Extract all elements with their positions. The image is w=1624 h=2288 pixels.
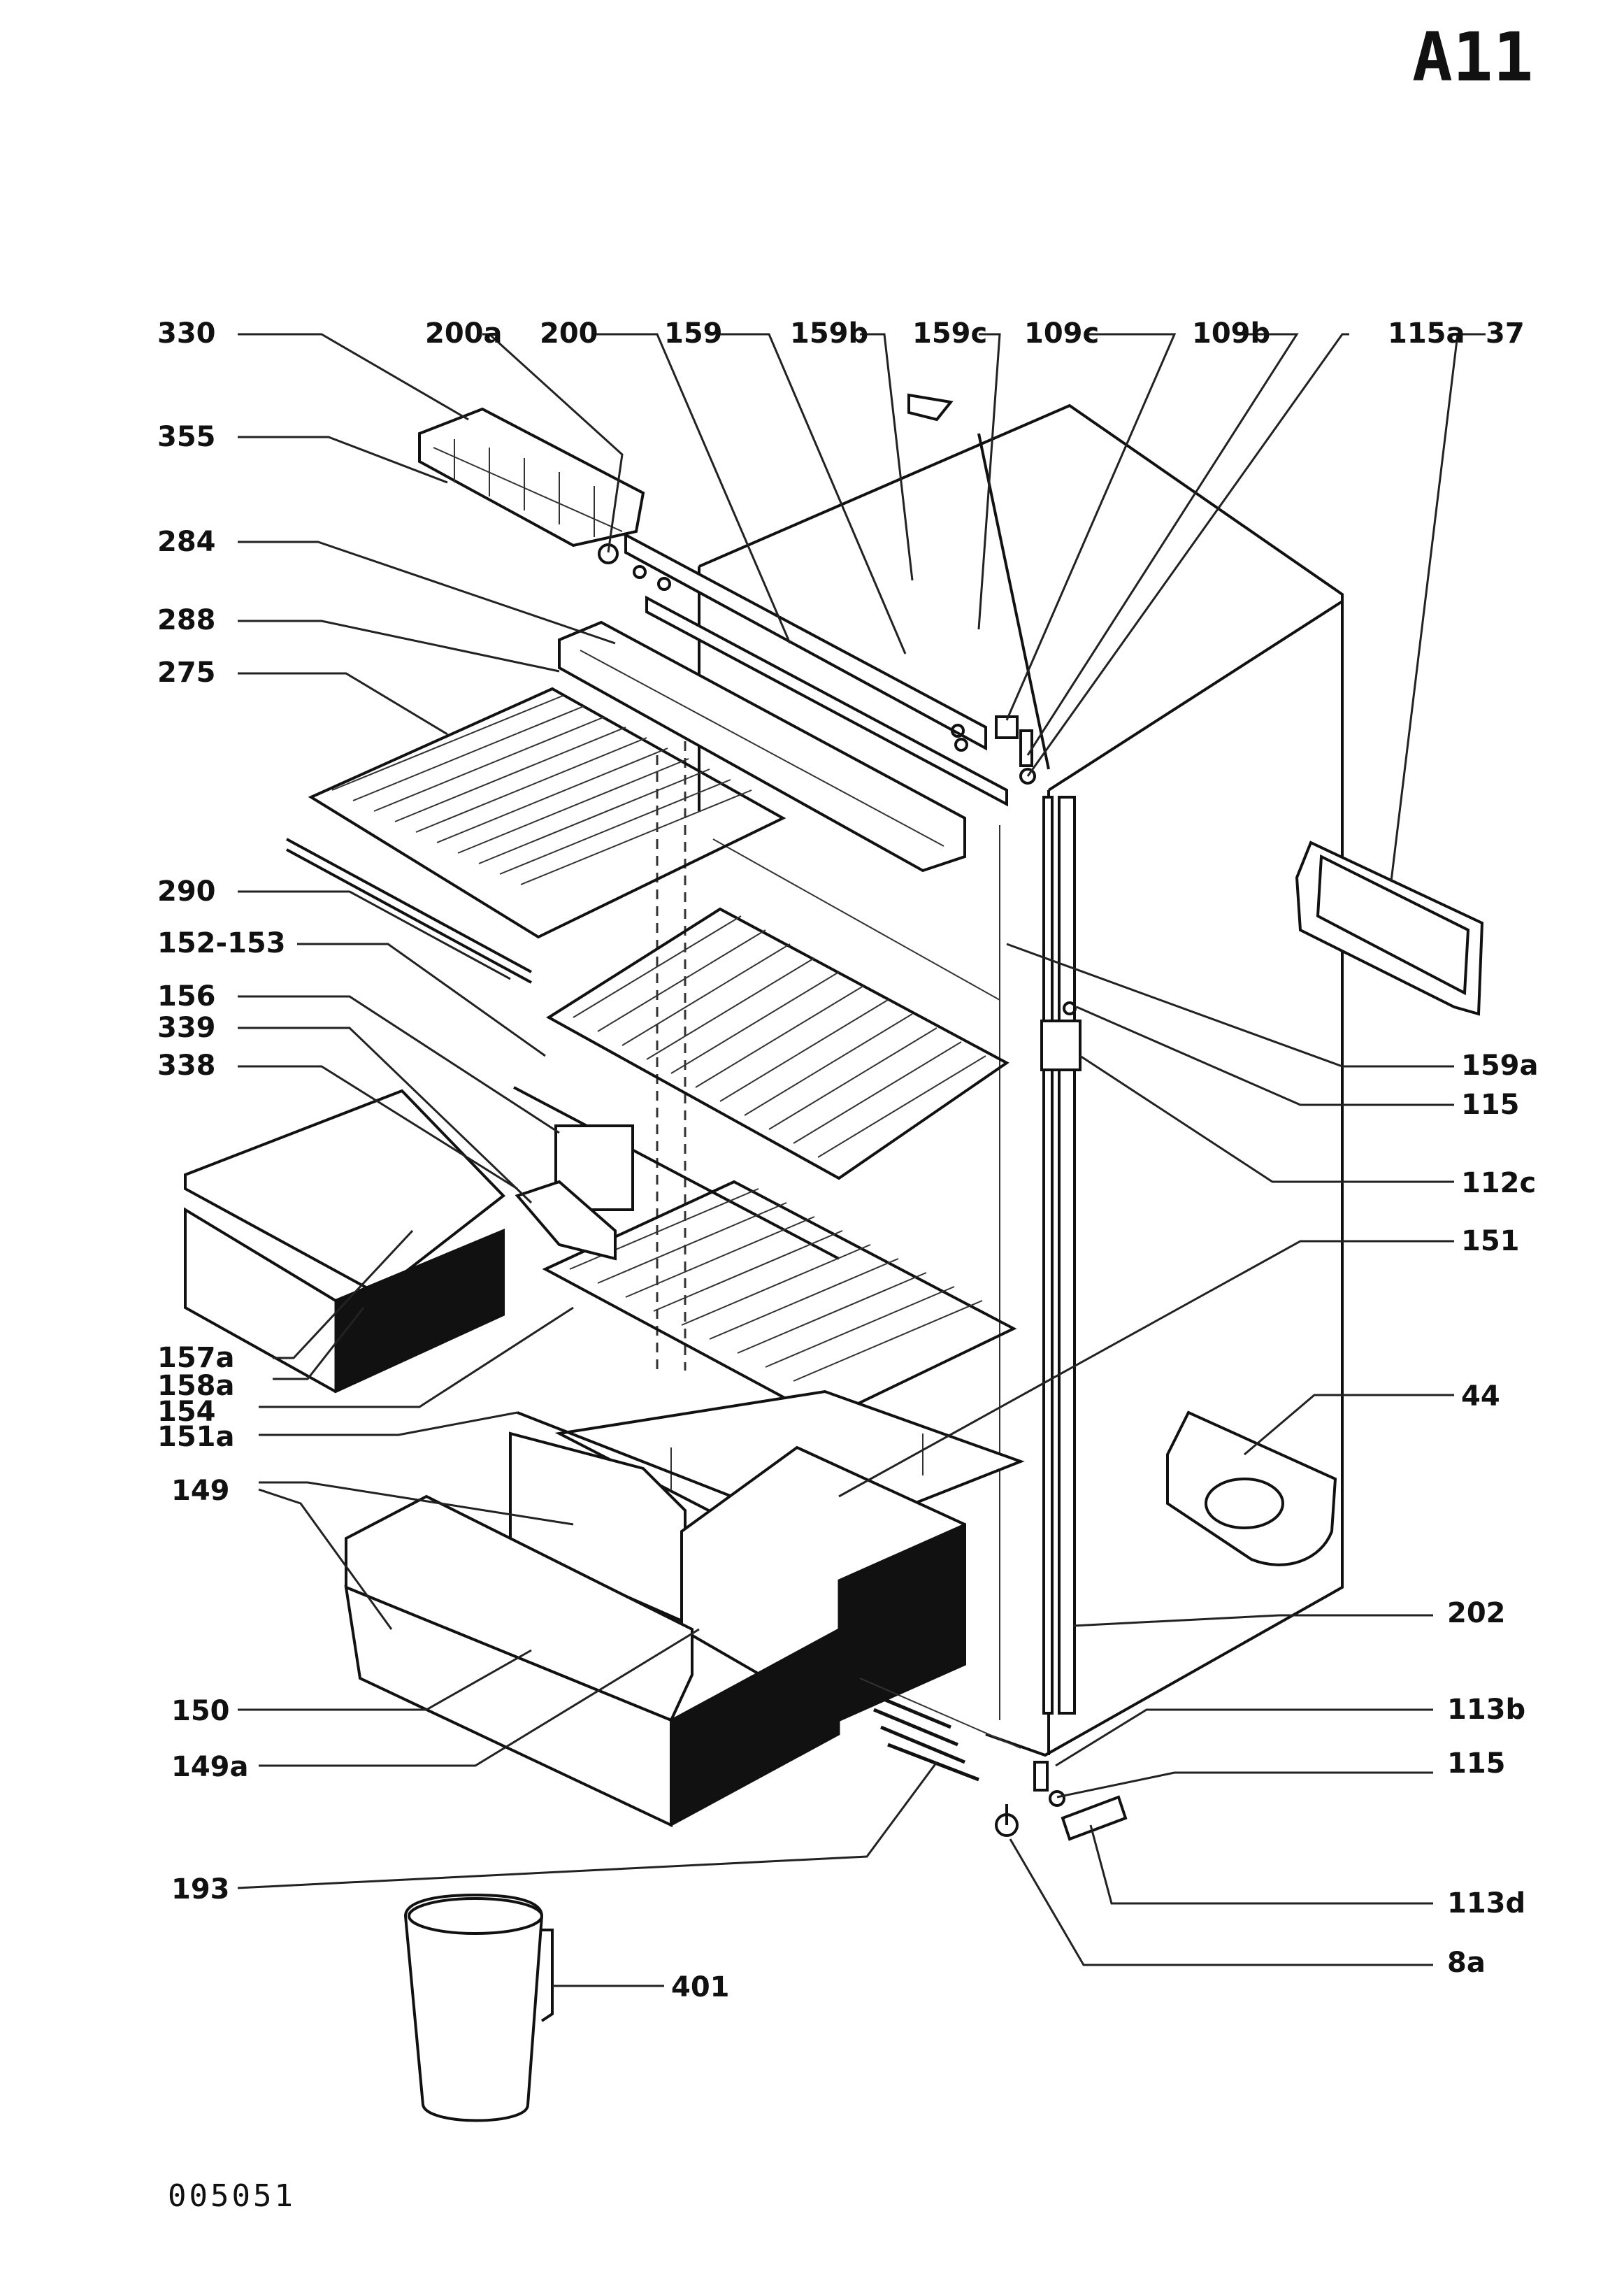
callout-159b: 159b — [790, 317, 868, 350]
callout-113d: 113d — [1447, 1887, 1525, 1919]
upper-fridge-shelf — [513, 907, 1009, 1260]
callout-150: 150 — [171, 1695, 230, 1727]
callout-113b: 113b — [1447, 1694, 1525, 1726]
callout-193: 193 — [171, 1873, 230, 1906]
screw-cap-200a — [598, 543, 619, 564]
callout-158a: 158a — [157, 1370, 235, 1402]
callout-159a: 159a — [1461, 1050, 1539, 1082]
callout-151a: 151a — [157, 1421, 235, 1453]
callout-401: 401 — [671, 1971, 730, 2003]
callout-149a: 149a — [171, 1751, 249, 1783]
callout-154: 154 — [157, 1396, 216, 1428]
callout-109c: 109c — [1024, 317, 1099, 350]
callout-159c: 159c — [912, 317, 987, 350]
callout-157a: 157a — [157, 1342, 235, 1374]
callout-115a: 115a — [1388, 317, 1465, 350]
freezer-top-rail — [598, 393, 1008, 807]
callout-156: 156 — [157, 980, 216, 1013]
callout-109b: 109b — [1192, 317, 1270, 350]
lower-fridge-shelf — [542, 1180, 1017, 1422]
callout-202: 202 — [1447, 1597, 1506, 1629]
door-bin — [1295, 841, 1484, 1016]
butter-dish — [184, 1089, 505, 1394]
callout-338: 338 — [157, 1050, 216, 1082]
callout-37: 37 — [1486, 317, 1525, 350]
callout-44: 44 — [1461, 1380, 1500, 1413]
page-id: A11 — [1412, 18, 1533, 96]
ice-tray — [418, 407, 645, 548]
callout-339: 339 — [157, 1012, 216, 1044]
crisper-drawer-right — [680, 1445, 966, 1722]
callout-275: 275 — [157, 657, 216, 689]
callout-200: 200 — [540, 317, 598, 350]
fridge-cabinet — [656, 403, 1344, 1757]
callout-290: 290 — [157, 875, 216, 908]
callout-115-lower: 115 — [1447, 1747, 1506, 1780]
callout-8a: 8a — [1447, 1947, 1486, 1979]
bottom-drawer — [344, 1494, 840, 1828]
callout-159: 159 — [664, 317, 723, 350]
callout-355: 355 — [157, 421, 216, 453]
callout-151: 151 — [1461, 1225, 1520, 1257]
callout-labels: 330 200a 200 159 159b 159c 109c 109b 115… — [157, 317, 1539, 2003]
shelf-brackets — [515, 1124, 634, 1261]
jug — [403, 1893, 554, 2122]
hinge-hardware — [995, 715, 1128, 1841]
freezer-wire-shelf — [286, 687, 786, 984]
bottom-grille — [859, 1678, 1021, 1782]
leader-lines — [237, 333, 1486, 1987]
callout-149: 149 — [171, 1475, 230, 1507]
callout-200a: 200a — [425, 317, 503, 350]
egg-holder — [1166, 1410, 1337, 1566]
callout-288: 288 — [157, 604, 216, 636]
callout-284: 284 — [157, 526, 216, 558]
callout-152-153: 152-153 — [157, 927, 286, 959]
callout-112c: 112c — [1461, 1167, 1536, 1199]
callout-115-upper: 115 — [1461, 1089, 1520, 1121]
freezer-drip-tray — [558, 620, 966, 873]
callout-330: 330 — [157, 317, 216, 350]
drawing-code: 005051 — [168, 2178, 296, 2214]
